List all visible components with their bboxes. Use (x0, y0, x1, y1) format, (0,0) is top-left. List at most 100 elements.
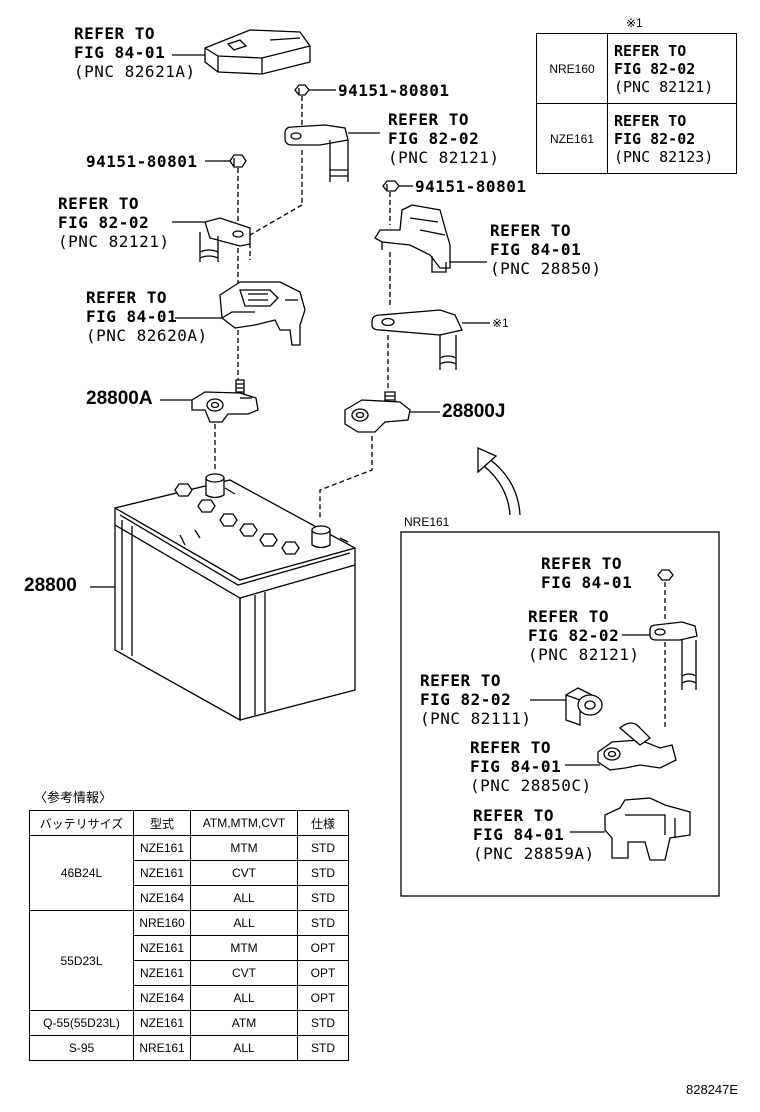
table-row: NZE161 REFER TO FIG 82-02 (PNC 82123) (536, 103, 737, 174)
spec-table: バッテリサイズ 型式 ATM,MTM,CVT 仕様 46B24L NZE161 … (29, 810, 349, 1061)
callout-nut-1: 94151-80801 (338, 81, 450, 100)
cell-model: NZE164 (133, 885, 191, 911)
inset-callout-nut: REFER TO FIG 84-01 (541, 554, 632, 592)
callout-line1: REFER TO (490, 221, 572, 240)
callout-terminal-cover-left: REFER TO FIG 84-01 (PNC 82620A) (86, 288, 208, 345)
callout-line2: FIG 84-01 (490, 240, 582, 259)
table-row: Q-55(55D23L) NZE161 ATM STD (29, 1010, 349, 1036)
inset-callout-bracket: REFER TO FIG 82-02 (PNC 82121) (528, 607, 639, 664)
cell-model: NRE160 (133, 910, 191, 936)
note-mark-callout: ※1 (492, 316, 509, 330)
table-row: S-95 NRE161 ALL STD (29, 1035, 349, 1061)
callout-pnc: (PNC 82121) (388, 148, 500, 167)
part-28800A-label: 28800A (86, 388, 153, 409)
note-ref: REFER TO FIG 82-02 (PNC 82123) (607, 103, 737, 174)
battery-size: Q-55(55D23L) (29, 1010, 134, 1036)
terminal-28800A (191, 379, 259, 423)
cell-model: NZE161 (133, 835, 191, 861)
cell-model: NZE161 (133, 960, 191, 986)
callout-line2: FIG 84-01 (541, 573, 633, 592)
inset-callout-terminal: REFER TO FIG 84-01 (PNC 28850C) (470, 738, 592, 795)
note-ref-pnc: (PNC 82123) (614, 147, 714, 166)
diagram-code: 828247E (686, 1082, 739, 1097)
cell-spec: OPT (297, 985, 349, 1011)
table-row: NRE160 REFER TO FIG 82-02 (PNC 82121) (536, 33, 737, 104)
battery-size: 46B24L (29, 835, 134, 911)
cell-model: NZE164 (133, 985, 191, 1011)
cell-spec: STD (297, 1010, 349, 1036)
callout-nut-3: 94151-80801 (415, 177, 527, 196)
table-row: NZE161 CVT OPT (30, 960, 349, 986)
callout-cable-left: REFER TO FIG 82-02 (PNC 82121) (58, 194, 169, 251)
callout-line1: REFER TO (86, 288, 168, 307)
cell-spec: STD (297, 835, 349, 861)
cell-spec: STD (297, 1035, 349, 1061)
nut-3 (382, 180, 400, 192)
note-model: NRE160 (536, 33, 608, 104)
cell-spec: STD (297, 910, 349, 936)
part-28800-label: 28800 (24, 575, 77, 596)
fuse-cover-top (204, 29, 311, 75)
callout-pnc: (PNC 28850) (490, 259, 602, 278)
callout-line2: FIG 82-02 (420, 690, 512, 709)
terminal-28800J (344, 391, 411, 433)
callout-line2: FIG 82-02 (528, 626, 620, 645)
callout-line2: FIG 84-01 (470, 757, 562, 776)
cell-spec: STD (297, 885, 349, 911)
callout-line1: REFER TO (470, 738, 552, 757)
note-ref-line2: FIG 82-02 (614, 129, 696, 148)
cell-transmission: ALL (190, 910, 298, 936)
note-ref-line1: REFER TO (614, 41, 687, 60)
cell-transmission: CVT (190, 960, 298, 986)
nut-1 (294, 84, 310, 96)
terminal-cover-right (374, 204, 451, 273)
callout-pnc: (PNC 82620A) (86, 326, 208, 345)
header-spec: 仕様 (297, 810, 349, 836)
table-row: 55D23L NRE160 ALL STD (29, 910, 349, 1011)
callout-pnc: (PNC 28859A) (473, 844, 595, 863)
cell-model: NZE161 (133, 1010, 191, 1036)
inset-connector (565, 687, 603, 726)
table-row: NZE164 ALL STD (30, 885, 349, 911)
cell-transmission: ALL (190, 885, 298, 911)
callout-line2: FIG 82-02 (388, 129, 480, 148)
table-row: NZE161 CVT STD (30, 860, 349, 886)
callout-line1: REFER TO (74, 24, 156, 43)
cell-spec: OPT (297, 960, 349, 986)
note-ref-line2: FIG 82-02 (614, 59, 696, 78)
note-ref-line1: REFER TO (614, 111, 687, 130)
terminal-cover-left (219, 281, 306, 346)
callout-pnc: (PNC 82121) (528, 645, 640, 664)
callout-nut-2: 94151-80801 (86, 152, 198, 171)
callout-fuse-cover: REFER TO FIG 84-01 (PNC 82621A) (74, 24, 196, 81)
callout-line2: FIG 84-01 (86, 307, 178, 326)
cell-spec: STD (297, 860, 349, 886)
inset-terminal (597, 722, 677, 771)
inset-frame (400, 531, 720, 897)
part-28800J-label: 28800J (442, 401, 506, 422)
header-battery-size: バッテリサイズ (29, 810, 134, 836)
cell-transmission: CVT (190, 860, 298, 886)
header-transmission: ATM,MTM,CVT (190, 810, 298, 836)
table-header-row: バッテリサイズ 型式 ATM,MTM,CVT 仕様 (29, 810, 349, 836)
table-row: 46B24L NZE161 MTM STD (29, 835, 349, 911)
callout-line1: REFER TO (388, 110, 470, 129)
callout-line2: FIG 84-01 (473, 825, 565, 844)
cable-upper-middle (284, 124, 349, 182)
callout-line2: FIG 84-01 (74, 43, 166, 62)
cell-transmission: MTM (190, 835, 298, 861)
callout-pnc: (PNC 82121) (58, 232, 170, 251)
cell-transmission: ALL (190, 985, 298, 1011)
callout-line1: REFER TO (473, 806, 555, 825)
callout-line1: REFER TO (420, 671, 502, 690)
callout-line1: REFER TO (58, 194, 140, 213)
callout-cable-upper: REFER TO FIG 82-02 (PNC 82121) (388, 110, 499, 167)
callout-line1: REFER TO (541, 554, 623, 573)
cell-model: NZE161 (133, 860, 191, 886)
callout-line1: REFER TO (528, 607, 610, 626)
cell-transmission: ALL (190, 1035, 298, 1061)
callout-pnc: (PNC 82111) (420, 709, 532, 728)
note-table: NRE160 REFER TO FIG 82-02 (PNC 82121) NZ… (536, 33, 737, 174)
cell-model: NZE161 (133, 935, 191, 961)
